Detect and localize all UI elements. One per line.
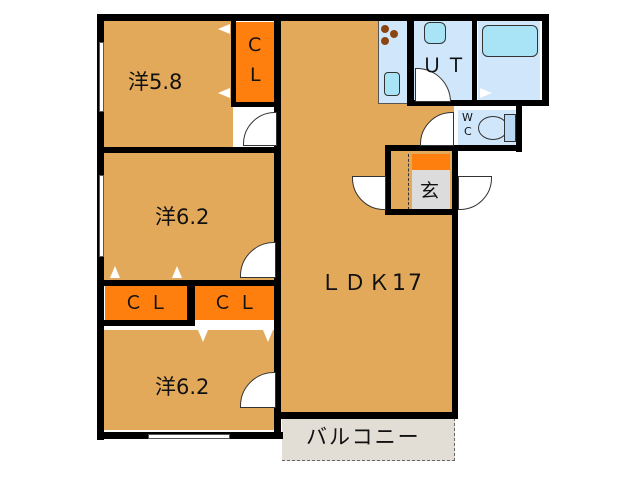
closet-door-marker	[218, 88, 230, 98]
wall	[97, 14, 549, 21]
closet-door-marker	[263, 330, 273, 342]
closet-label-1-bottom: L	[250, 64, 261, 86]
wall	[542, 14, 549, 106]
wall	[97, 147, 280, 153]
western-room-3-floor	[103, 330, 275, 430]
room-label-wc-c: C	[464, 125, 472, 138]
bathtub-icon	[482, 25, 538, 57]
wall	[516, 100, 522, 152]
wall	[97, 320, 195, 326]
closet-door-marker	[198, 330, 208, 342]
sink-icon	[384, 72, 400, 96]
wall	[231, 102, 277, 107]
closet-label-2: ＣＬ	[124, 292, 175, 314]
bath-door-marker	[480, 88, 492, 98]
wall	[452, 145, 458, 419]
room-label-wc-w: W	[462, 111, 473, 124]
stove-burner-icon	[381, 37, 389, 45]
shoe-box	[412, 154, 450, 170]
washbasin-icon	[424, 22, 446, 44]
closet-1[interactable]	[236, 22, 274, 104]
toilet-tank-icon	[504, 114, 516, 142]
wall	[407, 100, 549, 106]
wall	[187, 280, 195, 326]
wall	[385, 145, 458, 151]
wall	[231, 14, 236, 106]
entrance-tile	[412, 170, 450, 210]
closet-door-marker	[110, 266, 120, 278]
closet-3[interactable]	[195, 286, 275, 320]
closet-label-3: ＣＬ	[213, 292, 264, 314]
closet-door-marker	[172, 266, 182, 278]
closet-door-marker	[218, 24, 230, 34]
room-label-entrance: 玄	[420, 180, 440, 202]
wall	[385, 145, 391, 215]
room-label-western-1: 洋5.8	[128, 70, 183, 94]
room-label-western-3: 洋6.2	[155, 375, 210, 399]
stove-burner-icon	[390, 30, 398, 38]
closet-label-1-top: C	[248, 34, 262, 56]
door-entrance-outer[interactable]	[458, 176, 492, 210]
toilet-bowl-icon	[478, 116, 508, 140]
wall	[274, 14, 281, 439]
stove-burner-icon	[381, 25, 389, 33]
room-label-western-2: 洋6.2	[155, 205, 210, 229]
window[interactable]	[99, 175, 104, 257]
wall	[407, 14, 414, 104]
window[interactable]	[148, 434, 230, 439]
western-room-1-floor	[103, 20, 233, 150]
wall	[280, 412, 458, 419]
wall	[385, 209, 458, 215]
room-label-unit-bath: ＵＴ	[422, 53, 470, 77]
step-line	[408, 154, 409, 210]
window[interactable]	[99, 42, 104, 112]
wall	[452, 145, 522, 151]
balcony-floor[interactable]	[282, 418, 455, 461]
room-label-balcony: バルコニー	[306, 425, 421, 449]
wall	[472, 14, 477, 104]
closet-2[interactable]	[105, 286, 187, 320]
room-label-ldk: ＬＤＫ17	[320, 271, 424, 296]
door-room1[interactable]	[243, 112, 277, 146]
